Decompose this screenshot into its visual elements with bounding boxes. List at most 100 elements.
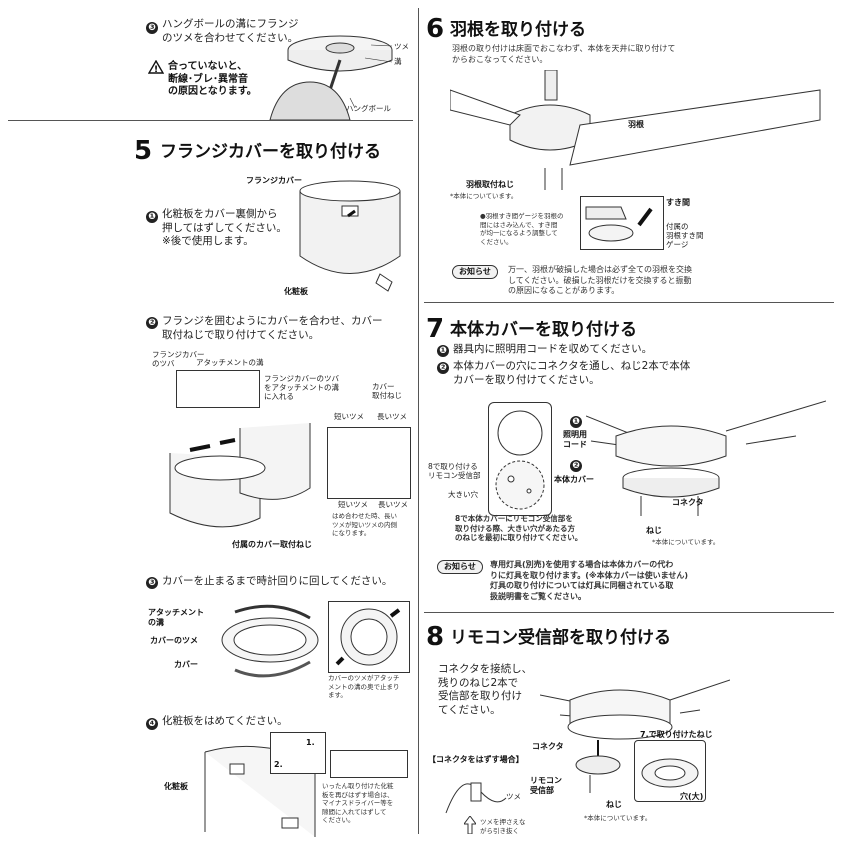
- cover-label: 本体カバー: [554, 475, 594, 484]
- flange-cover-diagram: [299, 180, 401, 292]
- short-tsume-label: 短いツメ: [334, 412, 364, 421]
- step-text: コネクタを接続し、 残りのねじ2本で 受信部を取り付け てください。: [438, 663, 533, 716]
- rotate-inset: [328, 601, 410, 673]
- arrow-up-icon: [464, 816, 476, 834]
- oshirase-badge: お知らせ: [437, 560, 483, 574]
- step-number: ❹: [146, 718, 158, 730]
- fuzoku-neji-label: 付属のカバー取付ねじ: [232, 540, 312, 549]
- mizo-label: 溝: [394, 57, 402, 66]
- attach-mizo-label: アタッチメント の溝: [148, 608, 204, 627]
- neji-label: ねじ: [646, 526, 662, 535]
- keshoban-label: 化粧板: [284, 287, 308, 296]
- step-1-label: 1.: [306, 738, 315, 747]
- diagram-note: 8で本体カバーにリモコン受信部を 取り付ける際、大きい穴があたる方 のねじを最初…: [455, 514, 583, 542]
- section-divider: [424, 302, 834, 303]
- cover-tsume-label: カバーのツメ: [150, 636, 198, 645]
- hangball-diagram: [269, 35, 393, 120]
- warning-icon: !: [148, 60, 164, 74]
- step-2-label: 2.: [274, 760, 283, 769]
- section-title: 本体カバーを取り付ける: [450, 320, 637, 340]
- rotate-diagram: [221, 604, 319, 678]
- connector-label: コネクタ: [672, 498, 704, 507]
- warning-text: 合っていないと、 断線･ブレ･異常音 の原因となります。: [168, 61, 257, 97]
- sukima-label: すき間: [666, 198, 690, 207]
- neji-label: ねじ: [606, 800, 622, 809]
- keshoban-note: いったん取り付けた化粧 板を再びはずす場合は、 マイナスドライバー等を 隙間に入…: [322, 782, 394, 824]
- neji-note: *本体についています。: [584, 814, 652, 822]
- column-divider: [418, 8, 419, 834]
- hane-label: 羽根: [628, 120, 644, 129]
- blade-diagram: [450, 70, 821, 190]
- ana-label: 穴(大): [680, 792, 704, 801]
- step-number: ❷: [570, 460, 582, 472]
- tsume-label: ツメ: [506, 792, 521, 801]
- ana-label: 大きい穴: [448, 490, 478, 499]
- gauge-note: ●羽根すき間ゲージを羽根の 間にはさみ込んで、すき間 が均一になるよう調整して …: [480, 212, 564, 246]
- tsume-label: ツメ: [394, 42, 409, 51]
- step-text: ハングボールの溝にフランジ のツメを合わせてください。: [162, 18, 299, 44]
- tsume-note: はめ合わせた時、長い ツメが短いツメの内側 になります。: [332, 512, 397, 537]
- tsume-note: ツメを押さえな がら引き抜く: [480, 818, 526, 835]
- gauge-label: 付属の 羽根すき間 ゲージ: [666, 222, 704, 249]
- cover-holes-diagram: [488, 402, 552, 516]
- section-title: フランジカバーを取り付ける: [160, 142, 381, 162]
- step-number: ❶: [146, 211, 158, 223]
- step-text: 器具内に照明用コードを収めてください。: [453, 343, 653, 355]
- step-text: 化粧板をカバー裏側から 押してはずしてください。 ※後で使用します。: [162, 208, 287, 247]
- section-divider: [424, 612, 834, 613]
- step-number: ❸: [146, 22, 158, 34]
- step-number: ❷: [437, 362, 449, 374]
- hangball-label: ハングボール: [346, 104, 391, 113]
- section-intro: 羽根の取り付けは床面でおこなわず、本体を天井に取り付けて からおこなってください…: [452, 44, 676, 64]
- section-title: 羽根を取り付ける: [450, 20, 586, 40]
- keshoban-label: 化粧板: [164, 782, 188, 791]
- oshirase-text: 専用灯具(別売)を使用する場合は本体カバーの代わ りに灯具を取り付けます。(※本…: [490, 560, 689, 601]
- long-tsume-label: 長いツメ: [378, 500, 408, 509]
- neji7-label: 7.で取り付けたねじ: [640, 730, 713, 739]
- gauge-inset: [580, 196, 664, 250]
- rimocon-label: 8で取り付ける リモコン受信部: [428, 462, 481, 480]
- neji-note: *本体についています。: [652, 538, 720, 546]
- long-tsume-label: 長いツメ: [377, 412, 407, 421]
- attach-mizo-label: アタッチメントの溝: [196, 358, 264, 367]
- oshirase-badge: お知らせ: [452, 265, 498, 279]
- svg-text:!: !: [154, 65, 158, 74]
- hole-inset: [634, 740, 706, 802]
- cord-label: 照明用 コード: [563, 430, 587, 449]
- tsuba-label: フランジカバー のツバ: [152, 350, 205, 368]
- screwdriver-inset: [330, 750, 408, 778]
- flange-cover-label: フランジカバー: [246, 176, 302, 185]
- step-text: フランジを囲むようにカバーを合わせ、カバー 取付ねじで取り付けてください。: [162, 315, 383, 341]
- neji-label: 羽根取付ねじ: [466, 180, 514, 189]
- rotate-note: カバーのツメがアタッチ メントの溝の奥で止まり ます。: [328, 674, 400, 699]
- section-title: リモコン受信部を取り付ける: [450, 628, 671, 648]
- step-number: ❸: [146, 577, 158, 589]
- cover-install-diagram: [169, 423, 311, 528]
- section-number: 8: [426, 622, 445, 652]
- step-number: ❶: [570, 416, 582, 428]
- tsuba-note: フランジカバーのツバ をアタッチメントの溝 に入れる: [264, 374, 339, 401]
- receiver-diagram: [540, 679, 730, 793]
- tsuba-detail: [176, 370, 260, 408]
- rimocon-label: リモコン 受信部: [530, 776, 562, 795]
- body-cover-diagram: [586, 400, 826, 516]
- connector-remove-label: 【コネクタをはずす場合】: [428, 755, 524, 764]
- oshirase-text: 万一、羽根が破損した場合は必ず全ての羽根を交換 してください。破損した羽根だけを…: [508, 265, 692, 295]
- keshoban-inset: [270, 732, 326, 774]
- connector-label: コネクタ: [532, 742, 564, 751]
- cover-label: カバー: [174, 660, 198, 669]
- cover-neji-label: カバー 取付ねじ: [372, 382, 402, 400]
- short-tsume-label: 短いツメ: [338, 500, 368, 509]
- step-text: カバーを止まるまで時計回りに回してください。: [162, 575, 393, 587]
- section-number: 5: [134, 136, 153, 166]
- step-number: ❷: [146, 317, 158, 329]
- connector-remove-diagram: [445, 782, 507, 814]
- tsume-detail: [327, 427, 411, 499]
- step-number: ❶: [437, 345, 449, 357]
- section-number: 6: [426, 14, 445, 44]
- section-number: 7: [426, 314, 445, 344]
- step-text: 化粧板をはめてください。: [162, 715, 288, 727]
- step-text: 本体カバーの穴にコネクタを通し、ねじ2本で本体 カバーを取り付けてください。: [453, 360, 691, 386]
- section-divider: [8, 120, 413, 121]
- neji-note: *本体についています。: [450, 192, 518, 200]
